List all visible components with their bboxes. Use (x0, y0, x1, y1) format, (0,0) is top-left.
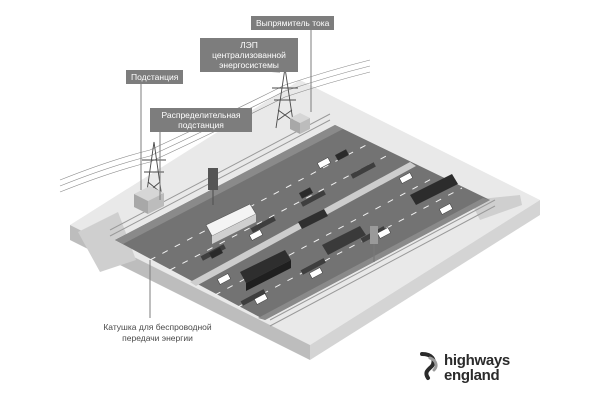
callout-substation: Подстанция (126, 70, 184, 84)
callout-distribution-substation: Распределительная подстанция (150, 108, 252, 132)
caption-wireless-coil: Катушка для беспроводной передачи энерги… (103, 322, 212, 343)
gantry-sign-left (208, 168, 218, 205)
left-embankment (78, 212, 136, 272)
callout-power-line: ЛЭП централизованной энергосистемы (200, 38, 298, 72)
highways-england-logo: highways england (418, 352, 528, 394)
truck-2 (240, 250, 291, 291)
truck-4 (410, 174, 458, 205)
gantry-sign-right (370, 226, 378, 262)
slab-right-side (310, 200, 540, 360)
lane-markings (149, 142, 463, 308)
rectifier-cabinet (290, 113, 310, 134)
fence-near (269, 199, 496, 327)
highways-logo-icon (420, 352, 438, 380)
logo-text-england: england (444, 367, 500, 384)
hard-shoulder-far (115, 125, 343, 244)
truck-5 (298, 209, 328, 229)
cars (208, 149, 454, 305)
logo-text-highways: highways (444, 352, 510, 369)
truck-3 (322, 226, 366, 255)
callout-rectifier: Выпрямитель тока (251, 16, 335, 30)
truck-1 (205, 203, 257, 244)
